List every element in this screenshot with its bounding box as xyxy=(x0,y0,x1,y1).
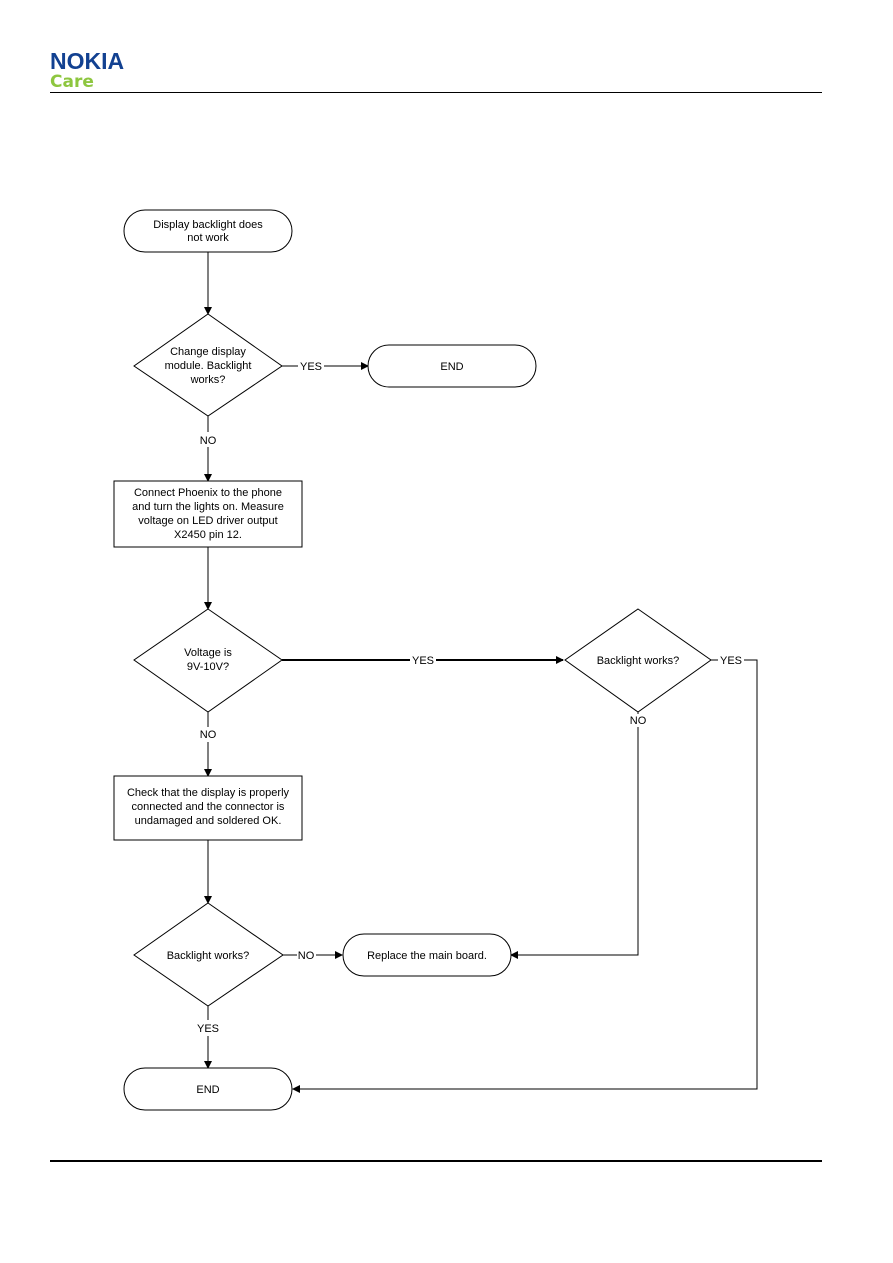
start-terminal: Display backlight does not work xyxy=(123,209,293,253)
label-no-change: NO xyxy=(200,435,217,447)
label-yes-backlight-bottom: YES xyxy=(197,1023,219,1035)
start-line-2: not work xyxy=(187,232,229,244)
nokia-care-logo: NOKIA Care xyxy=(50,48,125,92)
decision-backlight-bottom: Backlight works? xyxy=(133,902,284,1007)
header-rule xyxy=(50,92,822,93)
measure-line-2: and turn the lights on. Measure xyxy=(132,501,284,513)
arrow-right-yes-end xyxy=(293,659,758,1089)
label-yes-backlight-right: YES xyxy=(720,655,742,667)
change-line-2: module. Backlight xyxy=(165,360,252,372)
label-no-backlight-right: NO xyxy=(630,715,647,727)
process-measure-voltage: Connect Phoenix to the phone and turn th… xyxy=(113,480,303,548)
check-line-3: undamaged and soldered OK. xyxy=(135,815,282,827)
measure-line-3: voltage on LED driver output xyxy=(138,515,277,527)
check-line-2: connected and the connector is xyxy=(132,801,285,813)
measure-line-1: Connect Phoenix to the phone xyxy=(134,487,282,499)
process-check-connector: Check that the display is properly conne… xyxy=(113,775,303,841)
branch-labels: YES NO YES NO YES NO NO YES xyxy=(197,361,742,1035)
change-line-3: works? xyxy=(190,374,226,386)
sub-brand-name: Care xyxy=(50,72,94,92)
measure-line-4: X2450 pin 12. xyxy=(174,529,242,541)
footer-rule xyxy=(50,1160,822,1162)
arrow-right-no-replace xyxy=(511,712,639,955)
replace-board-label: Replace the main board. xyxy=(367,950,487,962)
decision-voltage: Voltage is 9V-10V? xyxy=(133,608,283,713)
end-bottom-label: END xyxy=(196,1084,219,1096)
label-no-backlight-bottom: NO xyxy=(298,950,315,962)
check-line-1: Check that the display is properly xyxy=(127,787,290,799)
voltage-line-1: Voltage is xyxy=(184,647,232,659)
end-top-label: END xyxy=(440,361,463,373)
decision-backlight-right: Backlight works? xyxy=(564,608,712,713)
backlight-right-label: Backlight works? xyxy=(597,655,680,667)
label-yes-change: YES xyxy=(300,361,322,373)
end-terminal-bottom: END xyxy=(123,1067,293,1111)
label-no-voltage: NO xyxy=(200,729,217,741)
end-terminal-top: END xyxy=(367,344,537,388)
backlight-bottom-label: Backlight works? xyxy=(167,950,250,962)
connectors xyxy=(208,252,758,1089)
change-line-1: Change display xyxy=(170,346,246,358)
label-yes-voltage: YES xyxy=(412,655,434,667)
decision-change-module: Change display module. Backlight works? xyxy=(133,313,283,417)
voltage-line-2: 9V-10V? xyxy=(187,661,229,673)
terminal-replace-board: Replace the main board. xyxy=(342,933,512,977)
brand-name: NOKIA xyxy=(50,48,125,74)
start-line-1: Display backlight does xyxy=(153,219,263,231)
